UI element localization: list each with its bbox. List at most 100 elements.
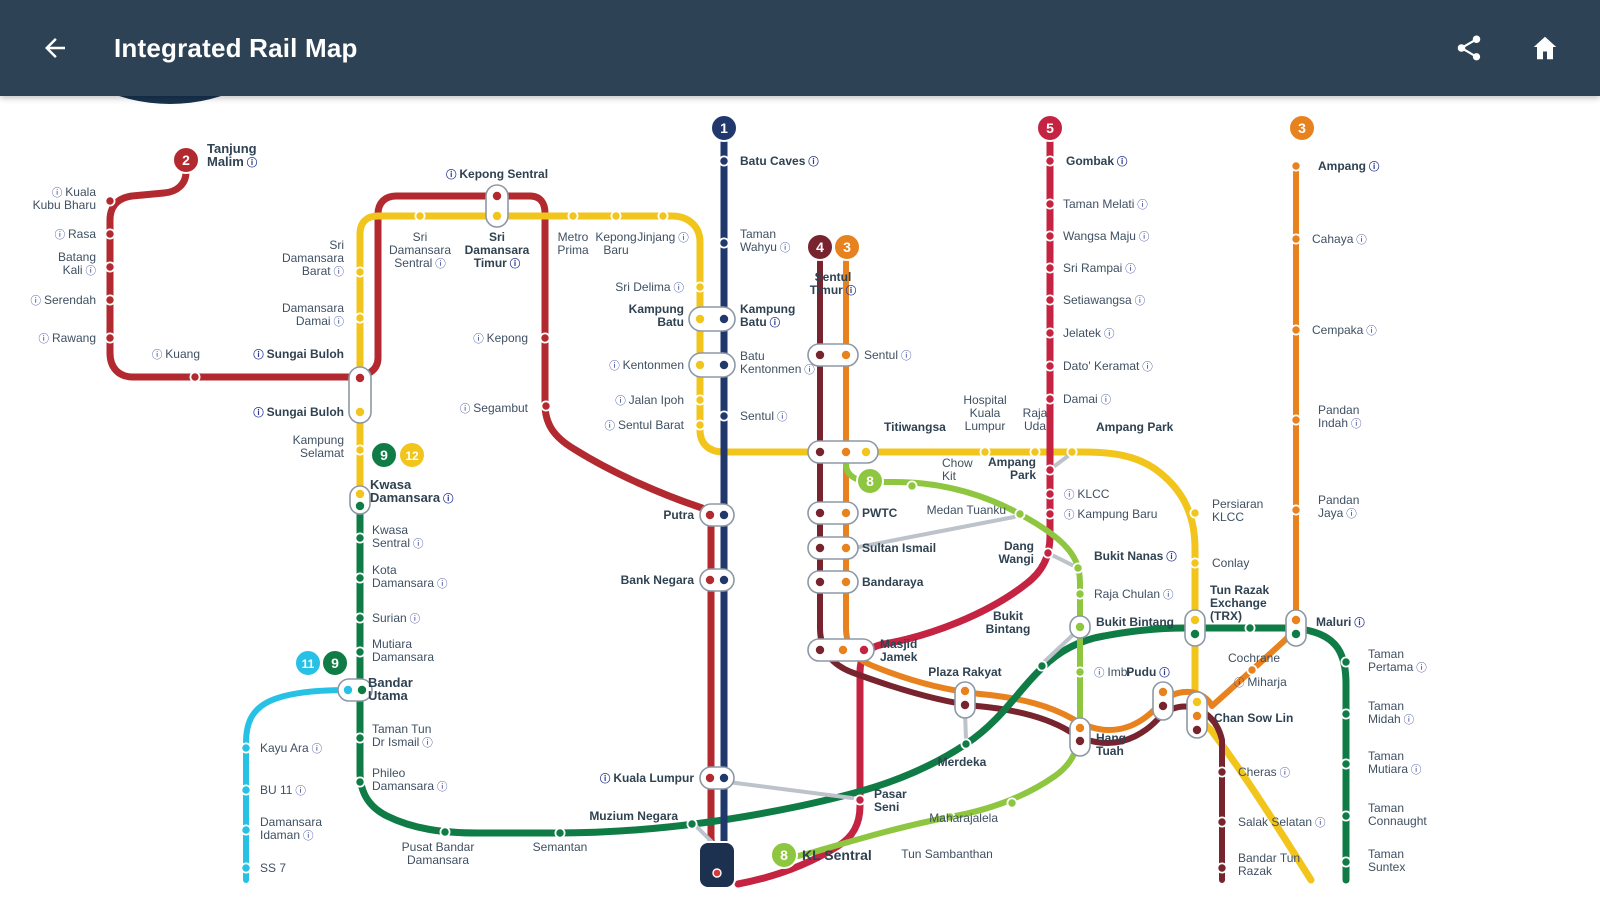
station-info-icon[interactable]: ⓘ — [1156, 666, 1170, 679]
station-dot[interactable] — [1044, 327, 1056, 339]
station-label[interactable]: Jelatek ⓘ — [1063, 326, 1115, 340]
line-badge[interactable] — [172, 146, 200, 174]
station-info-icon[interactable]: ⓘ — [1132, 295, 1146, 307]
station-dot[interactable] — [104, 294, 116, 306]
station-dot[interactable] — [1290, 324, 1302, 336]
interchange-dot[interactable] — [492, 191, 502, 201]
station-label[interactable]: Kayu Ara ⓘ — [260, 741, 323, 755]
kl-sentral-hub[interactable] — [698, 841, 736, 889]
interchange-marker[interactable] — [337, 678, 373, 702]
station-dot[interactable] — [354, 532, 366, 544]
station-label[interactable]: ⓘ Kampung Baru — [1064, 507, 1157, 521]
station-info-icon[interactable]: ⓘ — [1351, 616, 1365, 629]
line-badge[interactable] — [1288, 114, 1316, 142]
interchange-dot[interactable] — [815, 543, 825, 553]
station-info-icon[interactable]: ⓘ — [767, 316, 781, 329]
station-info-icon[interactable]: ⓘ — [309, 743, 323, 755]
station-label[interactable]: Ampang ⓘ — [1318, 159, 1380, 173]
interchange-dot[interactable] — [1158, 687, 1168, 697]
station-dot[interactable] — [1044, 488, 1056, 500]
station-info-icon[interactable]: ⓘ — [1353, 234, 1367, 246]
interchange-dot[interactable] — [1190, 615, 1200, 625]
station-info-icon[interactable]: ⓘ — [1134, 199, 1148, 211]
station-dot[interactable] — [1044, 262, 1056, 274]
station-dot[interactable] — [240, 742, 252, 754]
station-dot[interactable] — [414, 210, 426, 222]
station-info-icon[interactable]: ⓘ — [1277, 767, 1291, 779]
interchange-marker[interactable] — [485, 184, 509, 228]
interchange-dot[interactable] — [815, 508, 825, 518]
station-label[interactable]: Pudu ⓘ — [1126, 665, 1170, 679]
interchange-dot[interactable] — [960, 686, 970, 696]
station-info-icon[interactable]: ⓘ — [39, 333, 52, 345]
interchange-dot[interactable] — [719, 575, 729, 585]
interchange-dot[interactable] — [1192, 711, 1202, 721]
station-info-icon[interactable]: ⓘ — [1366, 160, 1380, 173]
station-info-icon[interactable]: ⓘ — [1064, 489, 1077, 501]
interchange-marker[interactable] — [1285, 609, 1307, 647]
station-label[interactable]: Sri Delima ⓘ — [615, 280, 684, 294]
interchange-marker[interactable] — [699, 766, 735, 790]
station-info-icon[interactable]: ⓘ — [52, 187, 65, 199]
station-dot[interactable] — [1340, 708, 1352, 720]
station-label[interactable]: Ampang Park — [1096, 420, 1174, 434]
station-dot[interactable] — [354, 312, 366, 324]
interchange-marker[interactable] — [688, 352, 736, 378]
station-dot[interactable] — [354, 776, 366, 788]
station-info-icon[interactable]: ⓘ — [407, 613, 421, 625]
interchange-dot[interactable] — [705, 575, 715, 585]
station-info-icon[interactable]: ⓘ — [55, 229, 68, 241]
interchange-marker[interactable] — [1184, 609, 1206, 647]
station-dot[interactable] — [104, 228, 116, 240]
station-label[interactable]: Bukit Nanas ⓘ — [1094, 549, 1177, 563]
station-info-icon[interactable]: ⓘ — [253, 348, 266, 361]
interchange-dot[interactable] — [1291, 615, 1301, 625]
station-label[interactable]: Damai ⓘ — [1063, 392, 1112, 406]
station-label[interactable]: Batu Caves ⓘ — [740, 154, 819, 168]
station-label[interactable]: SS 7 — [260, 861, 286, 875]
interchange-dot[interactable] — [1158, 701, 1168, 711]
station-dot[interactable] — [1216, 862, 1228, 874]
interchange-dot[interactable] — [343, 685, 353, 695]
interchange-dot[interactable] — [719, 510, 729, 520]
station-dot[interactable] — [539, 332, 551, 344]
station-info-icon[interactable]: ⓘ — [1363, 325, 1377, 337]
station-label[interactable]: ⓘ Imbi — [1094, 665, 1130, 679]
station-dot[interactable] — [1340, 758, 1352, 770]
interchange-marker[interactable] — [807, 343, 859, 367]
station-dot[interactable] — [354, 612, 366, 624]
station-dot[interactable] — [1290, 233, 1302, 245]
station-dot[interactable] — [1290, 160, 1302, 172]
station-info-icon[interactable]: ⓘ — [1064, 509, 1077, 521]
station-dot[interactable] — [960, 738, 972, 750]
station-info-icon[interactable]: ⓘ — [292, 785, 306, 797]
station-label[interactable]: Taman Melati ⓘ — [1063, 197, 1148, 211]
station-label[interactable]: Titiwangsa — [884, 420, 946, 434]
interchange-marker[interactable] — [1152, 681, 1174, 721]
station-info-icon[interactable]: ⓘ — [440, 492, 454, 505]
station-info-icon[interactable]: ⓘ — [419, 737, 433, 749]
interchange-dot[interactable] — [1075, 622, 1085, 632]
interchange-dot[interactable] — [355, 489, 365, 499]
line-badge[interactable] — [856, 467, 884, 495]
station-label[interactable]: ⓘ Segambut — [460, 401, 529, 415]
station-label[interactable]: ⓘ Kepong Sentral — [446, 167, 548, 181]
station-dot[interactable] — [1340, 856, 1352, 868]
station-dot[interactable] — [354, 572, 366, 584]
station-label[interactable]: Chan Sow Lin — [1214, 711, 1293, 725]
interchange-dot[interactable] — [859, 645, 869, 655]
station-label[interactable]: Putra — [663, 508, 694, 522]
home-button[interactable] — [1524, 27, 1566, 69]
interchange-dot[interactable] — [1075, 723, 1085, 733]
station-info-icon[interactable]: ⓘ — [605, 420, 618, 432]
